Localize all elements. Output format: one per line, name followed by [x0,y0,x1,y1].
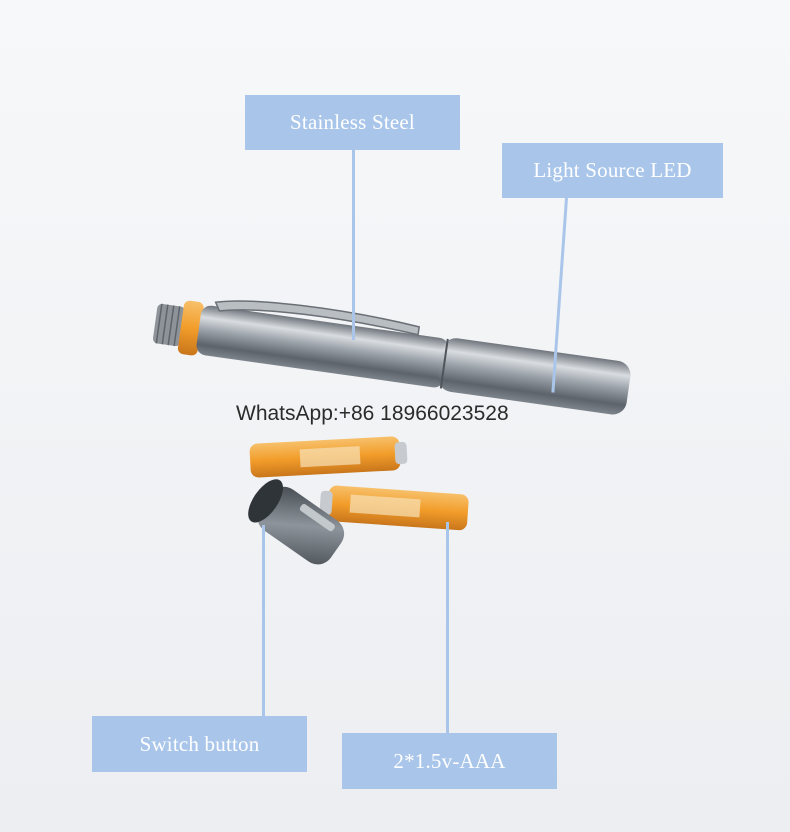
pocket-clip [214,300,421,336]
whatsapp-watermark: WhatsApp:+86 18966023528 [236,402,509,425]
stainless-steel-label: Stainless Steel [245,95,460,150]
battery-label: 2*1.5v-AAA [342,733,557,789]
steel-body [196,305,449,388]
connector-battery [446,522,449,733]
connector-switch [262,525,265,716]
battery-2 [319,485,469,531]
switch-button-label: Switch button [92,716,307,772]
led-head [438,338,631,415]
connector-steel [352,150,355,340]
light-source-label: Light Source LED [502,143,723,198]
battery-1 [249,436,408,478]
penlight [152,300,631,415]
switch-cap [248,479,345,565]
